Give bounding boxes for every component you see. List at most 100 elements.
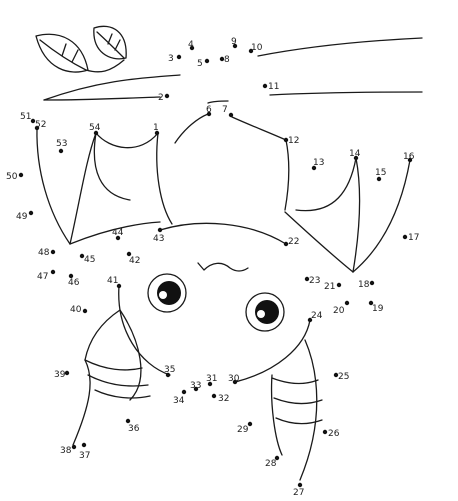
- dot-label-14: 14: [349, 149, 361, 159]
- dot-label-3: 3: [168, 54, 174, 64]
- dot-40: [82, 308, 88, 314]
- dot-23: [304, 276, 310, 282]
- dot-label-30: 30: [228, 374, 240, 384]
- left-wing-top: [95, 132, 159, 149]
- dot-label-21: 21: [324, 282, 335, 292]
- right-lower-wing-rib-2: [273, 397, 323, 405]
- dot-35: [165, 372, 171, 378]
- leaf-right: [93, 25, 127, 60]
- dot-label-18: 18: [358, 280, 370, 290]
- dot-label-22: 22: [288, 237, 299, 247]
- dot-label-7: 7: [222, 105, 228, 115]
- dot-18: [369, 280, 375, 286]
- dot-10: [248, 48, 254, 54]
- dot-label-8: 8: [224, 55, 230, 65]
- dot-37: [81, 442, 87, 448]
- left-lower-wing-outer: [72, 359, 91, 446]
- leaf-right-vein: [96, 31, 125, 59]
- dot-48: [50, 249, 56, 255]
- dot-21: [336, 282, 342, 288]
- dot-16: [407, 157, 413, 163]
- dot-label-15: 15: [375, 168, 386, 178]
- dot-51: [30, 118, 36, 124]
- dot-label-37: 37: [79, 451, 90, 461]
- dot-27: [297, 482, 303, 488]
- dot-label-50: 50: [6, 172, 18, 182]
- dot-54: [93, 130, 99, 136]
- right-eye-shine: [257, 310, 265, 318]
- dot-6: [206, 111, 212, 117]
- dot-29: [247, 421, 253, 427]
- dot-label-35: 35: [164, 365, 175, 375]
- dot-1: [154, 130, 160, 136]
- dot-43: [157, 227, 163, 233]
- dot-46: [68, 273, 74, 279]
- right-lower-wing-inner: [270, 374, 283, 456]
- dot-8: [219, 56, 225, 62]
- left-wing-rib-2: [93, 132, 131, 201]
- right-wing-outer: [352, 159, 411, 273]
- bat-body-right: [234, 319, 311, 383]
- dot-52: [34, 125, 40, 131]
- leaf-left-vein: [39, 39, 87, 71]
- dot-20: [344, 300, 350, 306]
- dot-17: [402, 234, 408, 240]
- dot-label-52: 52: [35, 120, 46, 130]
- leaf-stem: [85, 59, 125, 73]
- bat-head-left: [174, 113, 209, 144]
- dot-7: [228, 112, 234, 118]
- dot-5: [204, 58, 210, 64]
- dot-25: [333, 372, 339, 378]
- left-wing-rib-1: [69, 132, 97, 245]
- dot-45: [79, 253, 85, 259]
- dot-label-44: 44: [112, 228, 124, 238]
- dot-label-39: 39: [54, 370, 66, 380]
- dot-label-43: 43: [153, 234, 164, 244]
- dot-label-33: 33: [190, 381, 201, 391]
- dot-label-38: 38: [60, 446, 72, 456]
- dot-12: [283, 137, 289, 143]
- dot-label-12: 12: [288, 136, 299, 146]
- dot-label-54: 54: [89, 123, 101, 133]
- left-wing-outer: [36, 127, 71, 245]
- dot-28: [274, 455, 280, 461]
- dot-label-9: 9: [231, 37, 237, 47]
- left-lower-wing-rib-3: [94, 389, 151, 399]
- dot-label-32: 32: [218, 394, 229, 404]
- dot-24: [307, 317, 313, 323]
- dot-33: [193, 386, 199, 392]
- bat-body-left: [118, 285, 171, 376]
- bat-feet: [207, 100, 229, 104]
- dot-26: [322, 429, 328, 435]
- right-lower-wing-outer: [299, 339, 318, 481]
- branch-upper-line: [257, 37, 423, 57]
- dot-label-1: 1: [153, 123, 159, 133]
- dot-label-10: 10: [251, 43, 263, 53]
- dot-label-4: 4: [188, 40, 194, 50]
- dot-19: [368, 300, 374, 306]
- dot-label-27: 27: [293, 488, 304, 498]
- left-lower-wing-rib-1: [84, 359, 143, 371]
- dot-label-49: 49: [16, 212, 28, 222]
- dot-30: [232, 379, 238, 385]
- dot-label-19: 19: [372, 304, 384, 314]
- dot-label-28: 28: [265, 459, 277, 469]
- dot-label-53: 53: [56, 139, 67, 149]
- right-lower-wing-rib-1: [271, 377, 319, 385]
- dot-14: [353, 155, 359, 161]
- dot-39: [64, 370, 70, 376]
- dot-32: [211, 393, 217, 399]
- dot-label-47: 47: [37, 272, 48, 282]
- dot-41: [116, 283, 122, 289]
- dot-50: [18, 172, 24, 178]
- dot-label-45: 45: [84, 255, 95, 265]
- bat-body-top: [159, 222, 287, 245]
- dot-31: [207, 381, 213, 387]
- dot-label-13: 13: [313, 158, 324, 168]
- left-lower-wing-rib-2: [87, 374, 149, 387]
- dot-47: [50, 269, 56, 275]
- dot-label-29: 29: [237, 425, 249, 435]
- dot-11: [262, 83, 268, 89]
